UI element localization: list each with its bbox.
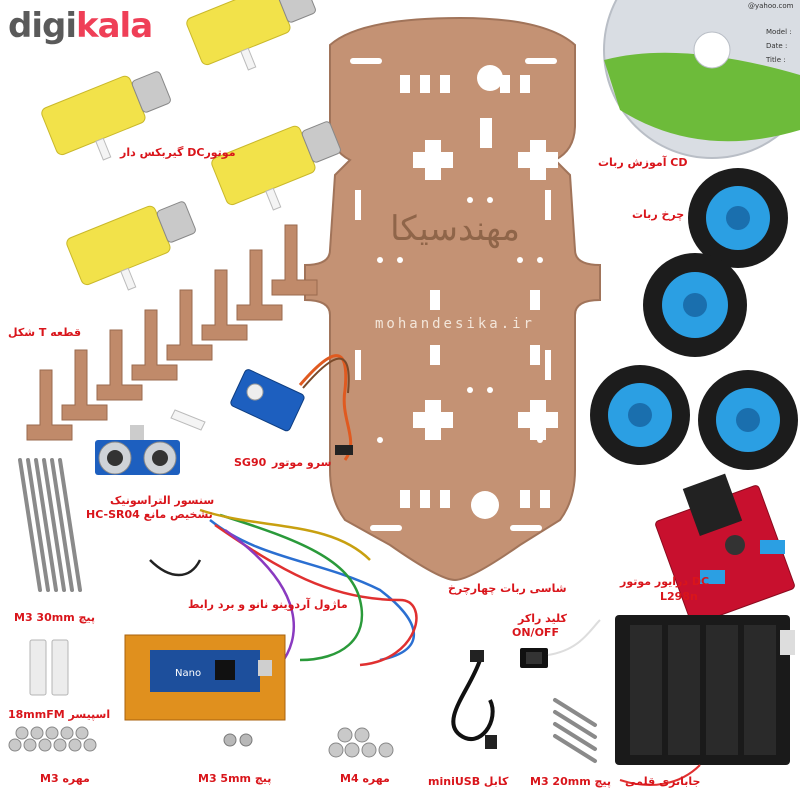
label-servo-model: SG90	[234, 456, 267, 469]
svg-text:Date :: Date :	[766, 42, 787, 50]
m3-30mm-screws	[18, 458, 82, 592]
dc-gear-motors	[41, 0, 341, 291]
label-servo-motor: سرو موتور	[272, 456, 332, 469]
svg-text:@yahoo.com: @yahoo.com	[748, 2, 794, 10]
svg-text:mohandesika.ir: mohandesika.ir	[375, 316, 535, 332]
label-t-part: قطعه T شکل	[8, 326, 82, 339]
svg-text:Model :: Model :	[766, 28, 792, 36]
label-rocker-2: ON/OFF	[512, 626, 559, 639]
label-dc-motor: موتورDC گیربکس دار	[120, 146, 236, 159]
ultrasonic-sensor	[95, 425, 180, 475]
t-brackets	[26, 224, 318, 441]
jumper-wires	[149, 508, 418, 667]
label-nut-m3: مهره M3	[40, 772, 90, 785]
tutorial-cd: Model : Date : Title : @yahoo.com	[603, 0, 800, 159]
label-screw-30: پیچ M3 30mm	[14, 611, 96, 624]
servo-motor	[170, 354, 353, 461]
label-cd-tutorial: CD آموزش ربات	[598, 156, 688, 169]
label-arduino-module: ماژول آردوینو نانو و برد رابط	[188, 598, 348, 611]
robot-wheels	[590, 168, 798, 470]
label-usb-cable: کابل miniUSB	[428, 775, 509, 788]
label-nut-m4: مهره M4	[340, 772, 390, 785]
brass-spacers	[29, 639, 69, 696]
label-rocker-1: کلید راکر	[518, 612, 567, 625]
label-screw-20: پیچ M3 20mm	[530, 775, 612, 788]
mini-usb-cable	[451, 650, 497, 749]
l298n-motor-driver	[655, 473, 795, 625]
arduino-nano-breakout: Nano	[124, 634, 286, 721]
label-ultrasonic-2: تشخیص مانع HC-SR04	[86, 508, 213, 521]
svg-text:Title :: Title :	[765, 56, 786, 64]
label-motor-driver-2: L298n	[660, 590, 698, 603]
svg-text:مهندسیکا: مهندسیکا	[390, 209, 520, 249]
robot-chassis: مهندسیکا mohandesika.ir	[304, 16, 601, 582]
m3-nuts	[8, 726, 97, 752]
label-battery-holder: جاباتری قلمی	[625, 775, 701, 788]
label-ultrasonic-1: سنسور التراسونیک	[110, 494, 215, 507]
svg-text:Nano: Nano	[175, 668, 201, 679]
label-spacer: اسپیسر 18mmFM	[8, 708, 111, 721]
label-screw-5: پیچ M3 5mm	[198, 772, 272, 785]
digikala-logo: digikala	[8, 6, 153, 46]
rocker-switch	[520, 619, 601, 668]
label-robot-wheel: چرخ ربات	[632, 208, 685, 221]
m3-20mm-screws	[553, 698, 597, 763]
label-chassis: شاسی ربات چهارچرخ	[448, 582, 567, 595]
label-motor-driver-1: DC درایور موتور	[620, 575, 710, 588]
m4-nuts	[328, 727, 394, 758]
m3-5mm-screws	[223, 733, 253, 747]
battery-holder	[615, 615, 795, 786]
